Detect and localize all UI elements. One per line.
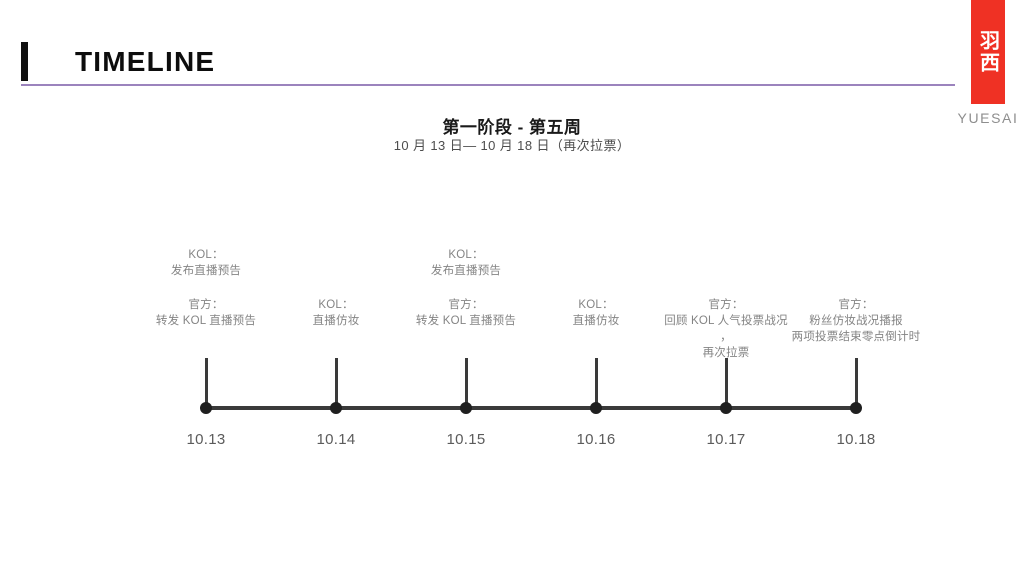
milestone-label-line: 转发 KOL 直播预告 (415, 315, 517, 327)
logo-wordmark: YUESAI (957, 110, 1019, 126)
milestone-date-label: 10.18 (836, 431, 876, 448)
timeline-axis (206, 406, 856, 410)
milestone-label-lower: 官方： 转发 KOL 直播预告 (356, 297, 576, 329)
milestone-label-upper: KOL： 发布直播预告 (356, 247, 576, 279)
brand-logo: 羽西 YUESAI (956, 0, 1020, 126)
milestone-label-lower: 官方： 转发 KOL 直播预告 (96, 297, 316, 329)
milestone-label-line: KOL： (578, 299, 614, 311)
milestone-date-label: 10.15 (446, 431, 486, 448)
milestone-label-upper: KOL： 发布直播预告 (96, 247, 316, 279)
milestone-label-line: 官方： (188, 299, 224, 311)
milestone-label-line: 粉丝仿妆战况播报 (809, 315, 903, 327)
milestone-dot[interactable] (720, 402, 732, 414)
milestone-label-line: KOL： (318, 299, 354, 311)
milestone-label-lower: 官方： 粉丝仿妆战况播报两项投票结束零点倒计时 (746, 297, 966, 345)
milestone-dot[interactable] (460, 402, 472, 414)
milestone-date-label: 10.16 (576, 431, 616, 448)
logo-banner: 羽西 (971, 0, 1005, 104)
milestone-stem (724, 358, 728, 408)
milestone-label-lower: 官方： 回顾 KOL 人气投票战况 ， 再次拉票 (616, 297, 836, 361)
milestone-stem (334, 358, 338, 408)
milestone-label-line: 发布直播预告 (430, 265, 502, 277)
milestone-label-line: 发布直播预告 (170, 265, 242, 277)
header-divider (21, 84, 955, 86)
milestone-label-line: 再次拉票 (702, 347, 750, 359)
milestone-stem (594, 358, 598, 408)
header-accent-bar (21, 42, 28, 81)
milestone-stem (854, 358, 858, 408)
milestone-dot[interactable] (200, 402, 212, 414)
milestone-label-line: 两项投票结束零点倒计时 (791, 331, 921, 343)
milestone-date-label: 10.13 (186, 431, 226, 448)
page-header: TIMELINE (0, 0, 1024, 90)
milestone-label-line: 官方： (838, 299, 874, 311)
slide-title: 第一阶段 - 第五周 (442, 118, 582, 137)
milestone-label-lower: KOL： 直播仿妆 (226, 297, 446, 329)
milestone-label-line: KOL： (448, 249, 484, 261)
milestone-label-lower: KOL： 直播仿妆 (486, 297, 706, 329)
milestone-label-line: 官方： (708, 299, 744, 311)
milestone-date-label: 10.14 (316, 431, 356, 448)
milestone-dot[interactable] (590, 402, 602, 414)
logo-cjk-mark: 羽西 (976, 30, 1001, 74)
milestone-label-line: 官方： (448, 299, 484, 311)
milestone-dot[interactable] (850, 402, 862, 414)
milestone-label-line: KOL： (188, 249, 224, 261)
milestone-label-line: 转发 KOL 直播预告 (155, 315, 257, 327)
slide-subtitle: 10 月 13 日— 10 月 18 日（再次拉票） (393, 138, 631, 153)
milestone-label-line: ， (720, 331, 732, 343)
milestone-stem (204, 358, 208, 408)
milestone-label-line: 回顾 KOL 人气投票战况 (664, 315, 788, 327)
milestone-label-line: 直播仿妆 (312, 315, 360, 327)
milestone-date-label: 10.17 (706, 431, 746, 448)
page-title: TIMELINE (75, 46, 216, 77)
milestone-label-line: 直播仿妆 (572, 315, 620, 327)
milestone-dot[interactable] (330, 402, 342, 414)
milestone-stem (464, 358, 468, 408)
